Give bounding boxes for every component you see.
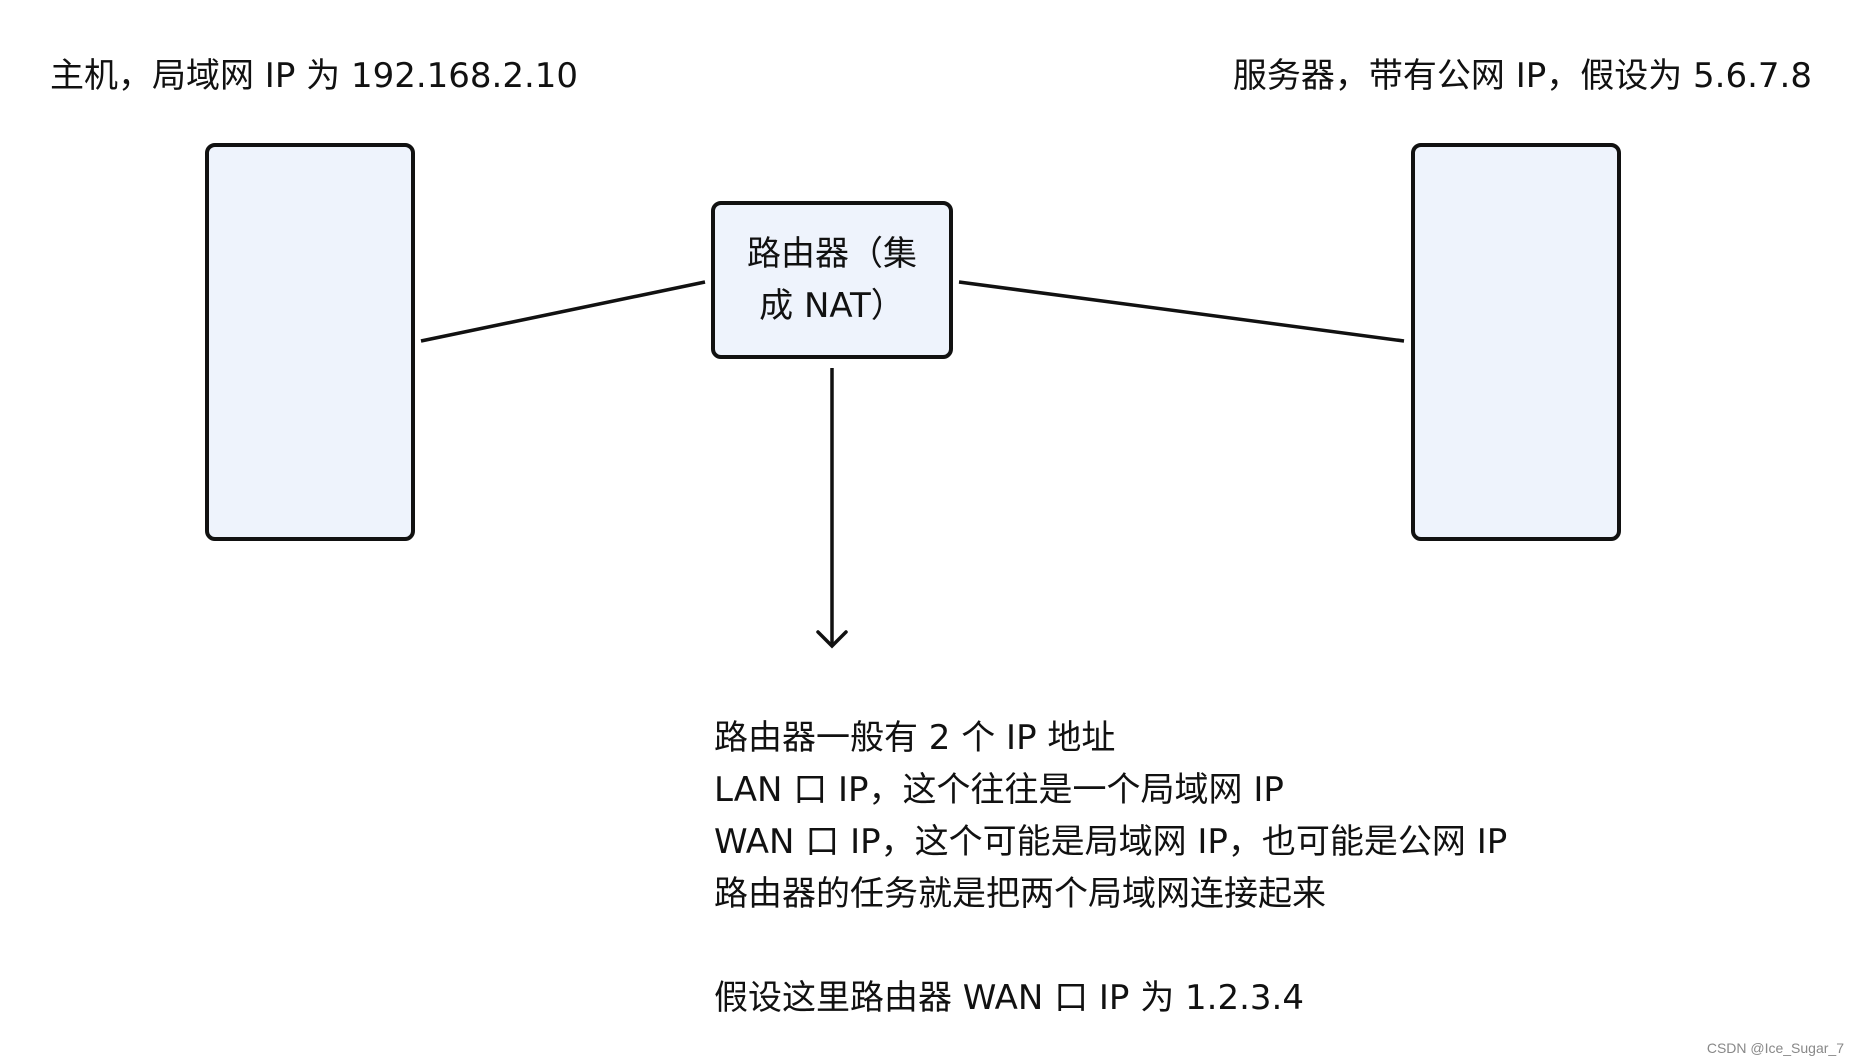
router-label: 路由器（集 成 NAT） (732, 228, 932, 332)
note-line-2: LAN 口 IP，这个往往是一个局域网 IP (714, 770, 1284, 810)
watermark: CSDN @Ice_Sugar_7 (1706, 1040, 1844, 1056)
note-line-6: 假设这里路由器 WAN 口 IP 为 1.2.3.4 (714, 978, 1304, 1018)
server-label: 服务器，带有公网 IP，假设为 5.6.7.8 (1232, 56, 1812, 96)
router-label-line2: 成 NAT） (759, 286, 905, 326)
server-node (1411, 143, 1621, 541)
note-line-5 (714, 920, 1507, 972)
router-node: 路由器（集 成 NAT） (711, 201, 953, 359)
router-server-connector (958, 280, 1405, 343)
router-arrow-head (816, 630, 848, 649)
note-line-4: 路由器的任务就是把两个局域网连接起来 (714, 874, 1326, 914)
router-notes: 路由器一般有 2 个 IP 地址 LAN 口 IP，这个往往是一个局域网 IP … (714, 712, 1507, 1024)
note-line-3: WAN 口 IP，这个可能是局域网 IP，也可能是公网 IP (714, 822, 1508, 862)
note-line-1: 路由器一般有 2 个 IP 地址 (714, 718, 1116, 758)
host-router-connector (420, 280, 706, 343)
host-node (205, 143, 415, 541)
host-label: 主机，局域网 IP 为 192.168.2.10 (50, 56, 579, 96)
router-label-line1: 路由器（集 (747, 234, 917, 274)
